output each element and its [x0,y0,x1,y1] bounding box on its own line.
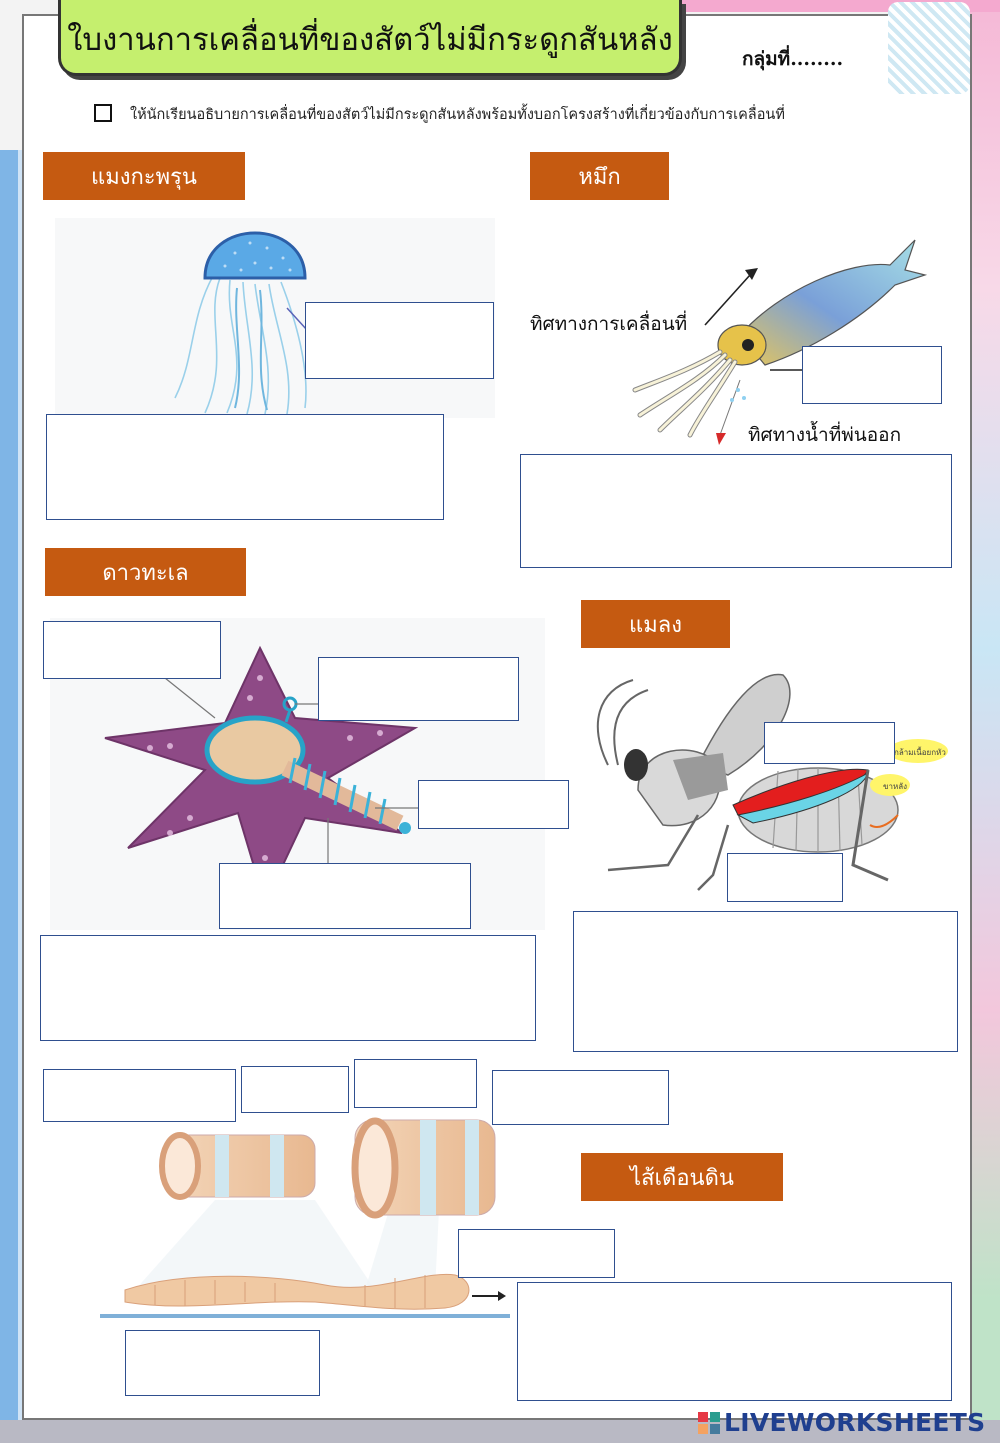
insect-tag-1: กล้ามเนื้อยกหัว [894,748,946,757]
group-label: กลุ่มที่........ [742,48,844,70]
answer-box-jellyfish-structure[interactable] [305,302,494,379]
answer-box-squid-description[interactable] [520,454,952,568]
squid-illustration [632,239,928,445]
liveworksheets-brand[interactable]: LIVEWORKSHEETS [724,1408,986,1437]
label-starfish: ดาวทะเล [45,548,246,596]
squid-water-direction-label: ทิศทางน้ำที่พ่นออก [748,424,902,446]
page-frame-left [0,150,18,1420]
jellyfish-illustration [55,218,495,418]
liveworksheets-logo-icon [698,1412,720,1434]
answer-box-insect-part2[interactable] [727,853,843,902]
answer-box-earthworm-description[interactable] [517,1282,952,1401]
page-title: ใบงานการเคลื่อนที่ของสัตว์ไม่มีกระดูกสัน… [67,22,673,58]
corner-pattern [888,2,970,94]
earthworm-direction-arrow-icon [472,1291,506,1301]
answer-box-starfish-description[interactable] [40,935,536,1041]
answer-box-earthworm-part3[interactable] [354,1059,477,1108]
label-squid: หมึก [530,152,669,200]
insect-tag-2: ขาหลัง [883,782,908,791]
answer-box-earthworm-part2[interactable] [241,1066,349,1113]
answer-box-starfish-part3[interactable] [418,780,569,829]
title-banner [58,0,682,76]
insect-illustration [596,673,948,891]
label-earthworm: ไส้เดือนดิน [581,1153,783,1201]
instruction-text: ให้นักเรียนอธิบายการเคลื่อนที่ของสัตว์ไม… [130,107,785,123]
squid-movement-direction-label: ทิศทางการเคลื่อนที่ [530,313,688,335]
earthworm-illustration [100,1117,510,1318]
answer-box-insect-description[interactable] [573,911,958,1052]
instruction-checkbox-icon [94,104,112,122]
label-jellyfish: แมงกะพรุน [43,152,245,200]
answer-box-jellyfish-description[interactable] [46,414,444,520]
answer-box-starfish-part2[interactable] [318,657,519,721]
answer-box-starfish-part4[interactable] [219,863,471,929]
answer-box-earthworm-part4[interactable] [492,1070,669,1125]
answer-box-insect-part1[interactable] [764,722,895,764]
answer-box-squid-structure[interactable] [802,346,942,404]
answer-box-starfish-part1[interactable] [43,621,221,679]
answer-box-earthworm-part6[interactable] [125,1330,320,1396]
answer-box-earthworm-part5[interactable] [458,1229,615,1278]
page-frame-left-inner [18,150,24,1420]
page-frame-right [968,0,1000,1443]
squid-pointer-line [770,369,802,371]
answer-box-earthworm-part1[interactable] [43,1069,236,1122]
label-insect: แมลง [581,600,730,648]
page-frame-bottom [0,1420,1000,1443]
